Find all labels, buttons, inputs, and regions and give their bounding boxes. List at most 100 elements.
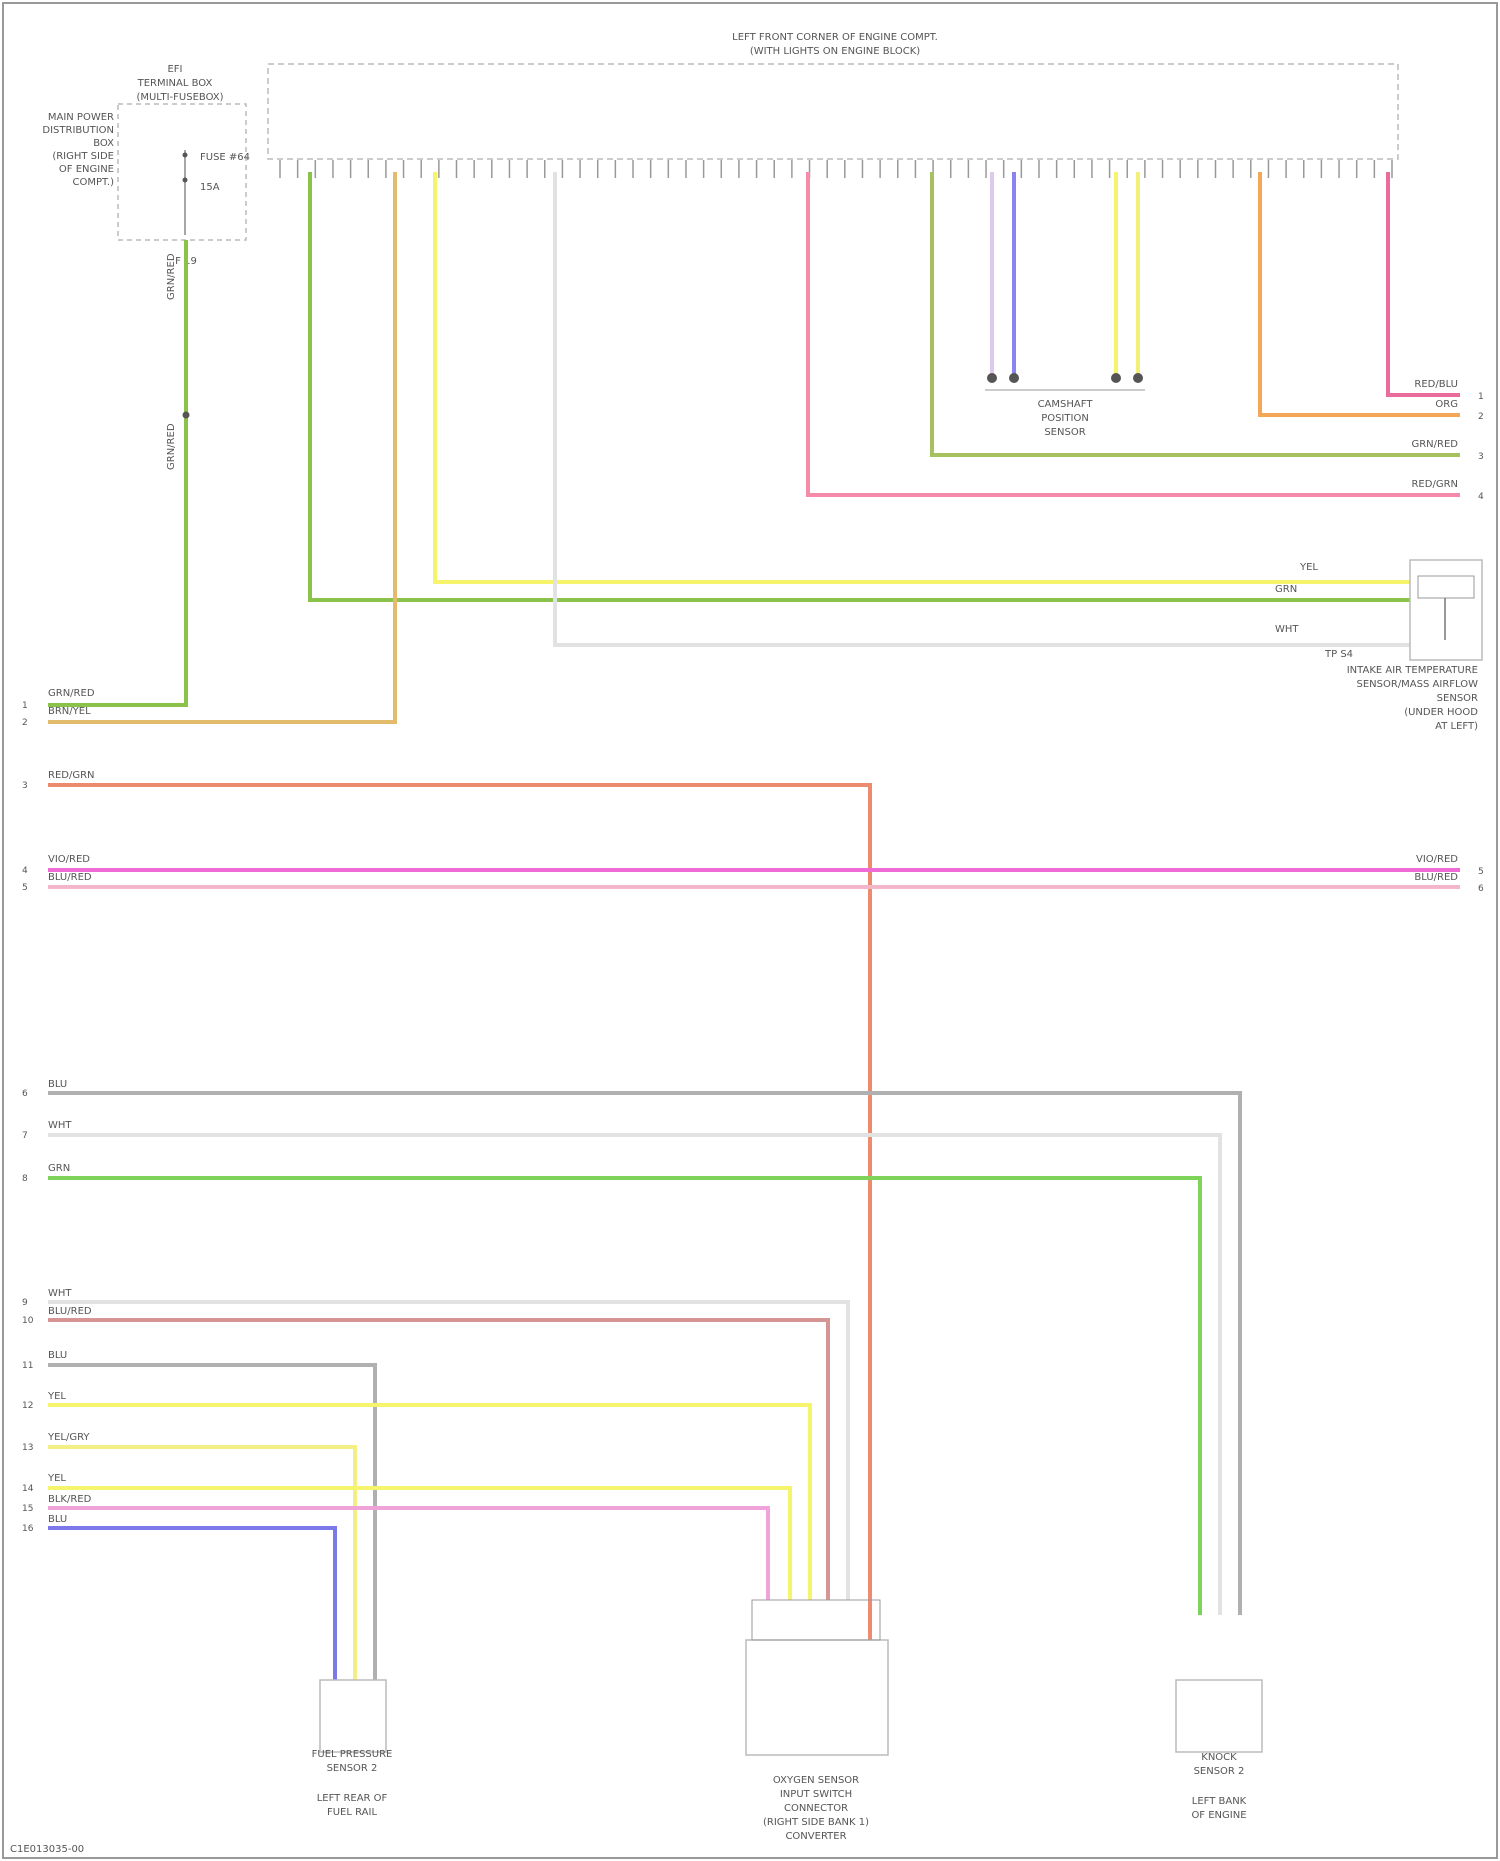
right-label-r1: RED/BLU <box>1414 379 1458 390</box>
left-pin-number: 15 <box>22 1504 33 1514</box>
knock-label-4: OF ENGINE <box>1191 1810 1246 1821</box>
right-pin-1: 1 <box>1478 392 1484 402</box>
knock-label-1: KNOCK <box>1201 1752 1237 1763</box>
wire-8-green <box>48 1178 1200 1615</box>
fuse-box <box>118 104 246 240</box>
left-label-5: BLU/RED <box>48 872 92 883</box>
wire-16-blue <box>48 1528 335 1680</box>
left-pin-number: 2 <box>22 718 28 728</box>
left-pin-number: 16 <box>22 1524 34 1534</box>
map-wire-grn: GRN <box>1275 584 1297 595</box>
wire-12-yellow <box>48 1405 810 1600</box>
oxygen-label-4: (RIGHT SIDE BANK 1) <box>763 1817 869 1828</box>
left-pin-numbers: 12345678910111213141516 <box>22 701 34 1534</box>
right-pin-5: 5 <box>1478 867 1484 877</box>
left-label-15: BLK/RED <box>48 1494 92 1505</box>
knock-sensor-box <box>1176 1680 1262 1752</box>
right-pin-6: 6 <box>1478 884 1484 894</box>
knock-label-3: LEFT BANK <box>1192 1796 1247 1807</box>
ecm-title-line1: LEFT FRONT CORNER OF ENGINE COMPT. <box>732 32 938 43</box>
wire-3-red-green <box>48 785 870 1640</box>
map-label-5: AT LEFT) <box>1435 721 1478 732</box>
left-pin-number: 7 <box>22 1131 28 1141</box>
map-wire-yel: YEL <box>1299 562 1318 573</box>
left-pin-number: 6 <box>22 1089 28 1099</box>
left-label-11: BLU <box>48 1350 67 1361</box>
wire-fuse-label-lower: GRN/RED <box>166 423 177 470</box>
fuel-sensor-label-3: LEFT REAR OF <box>317 1793 388 1804</box>
cam-label-2: POSITION <box>1041 413 1089 424</box>
oxygen-label-1: OXYGEN SENSOR <box>773 1775 859 1786</box>
wire-7-white <box>48 1135 1220 1615</box>
fuse-node-bottom <box>183 178 188 183</box>
fuel-sensor-box <box>320 1680 386 1752</box>
oxygen-connector-box <box>746 1640 888 1755</box>
cam-label-3: SENSOR <box>1044 427 1085 438</box>
left-label-14: YEL <box>47 1473 66 1484</box>
left-label-2: BRN/YEL <box>48 706 91 717</box>
cam-pin-4 <box>1133 373 1143 383</box>
left-label-8: GRN <box>48 1163 70 1174</box>
left-pin-number: 5 <box>22 883 28 893</box>
wire-10-mauve <box>48 1320 828 1600</box>
right-pin-2: 2 <box>1478 412 1484 422</box>
diagram-frame <box>3 3 1497 1858</box>
oxygen-connector-inner <box>752 1600 880 1640</box>
oxygen-label-5: CONVERTER <box>785 1831 846 1842</box>
tp-pin: TP S4 <box>1324 649 1353 660</box>
fuse-node-top <box>183 153 188 158</box>
cam-label-1: CAMSHAFT <box>1038 399 1094 410</box>
map-wire-wht: WHT <box>1275 624 1299 635</box>
right-label-r4: RED/GRN <box>1411 479 1458 490</box>
wire-ecm-white-map <box>555 172 1410 645</box>
right-label-r5: VIO/RED <box>1416 854 1458 865</box>
fuel-sensor-label-1: FUEL PRESSURE <box>312 1749 393 1760</box>
fuse-box-title-3: (MULTI-FUSEBOX) <box>136 92 223 103</box>
left-pin-number: 12 <box>22 1401 33 1411</box>
wire-15-pink <box>48 1508 768 1600</box>
left-pin-number: 13 <box>22 1443 33 1453</box>
map-sensor-inner <box>1418 576 1474 598</box>
wire-ecm-yellow-map <box>435 172 1410 582</box>
left-pin-number: 3 <box>22 781 28 791</box>
fuse-left-note-6: COMPT.) <box>72 177 114 188</box>
fuse-left-note-1: MAIN POWER <box>48 112 114 123</box>
fuel-sensor-label-2: SENSOR 2 <box>327 1763 378 1774</box>
left-pin-number: 9 <box>22 1298 28 1308</box>
ecm-title-line2: (WITH LIGHTS ON ENGINE BLOCK) <box>750 46 920 57</box>
wire-ecm-tan-pin2 <box>48 172 395 722</box>
oxygen-label-3: CONNECTOR <box>784 1803 848 1814</box>
left-label-16: BLU <box>48 1514 67 1525</box>
left-pin-number: 11 <box>22 1361 33 1371</box>
left-label-6: BLU <box>48 1079 67 1090</box>
left-label-4: VIO/RED <box>48 854 90 865</box>
fuse-box-title-2: TERMINAL BOX <box>137 78 213 89</box>
wire-9-white <box>48 1302 848 1600</box>
ecm-pin-row <box>280 160 1392 178</box>
fuse-left-note-5: OF ENGINE <box>59 164 114 175</box>
right-label-r6: BLU/RED <box>1414 872 1458 883</box>
knock-label-2: SENSOR 2 <box>1194 1766 1245 1777</box>
fuse-box-title-1: EFI <box>167 64 182 75</box>
right-label-r2: ORG <box>1435 399 1458 410</box>
fuse-left-note-3: BOX <box>93 138 114 149</box>
right-pin-4: 4 <box>1478 492 1484 502</box>
map-label-3: SENSOR <box>1437 693 1478 704</box>
wire-6-gray <box>48 1093 1240 1615</box>
left-pin-number: 8 <box>22 1174 28 1184</box>
oxygen-label-2: INPUT SWITCH <box>780 1789 852 1800</box>
fuse-label: FUSE #64 <box>200 152 250 163</box>
left-pin-number: 4 <box>22 866 28 876</box>
left-label-13: YEL/GRY <box>47 1432 90 1443</box>
left-label-9: WHT <box>48 1288 72 1299</box>
wire-ecm-olive-right <box>932 172 1460 455</box>
wire-11-gray <box>48 1365 375 1680</box>
fuse-rating: 15A <box>200 182 220 193</box>
wire-ecm-green-map <box>310 172 1410 600</box>
wire-14-yellow <box>48 1488 790 1600</box>
wire-fuse-to-pin1 <box>48 240 186 705</box>
wire-ecm-red-right <box>1388 172 1460 395</box>
left-label-1: GRN/RED <box>48 688 95 699</box>
left-pin-number: 10 <box>22 1316 34 1326</box>
